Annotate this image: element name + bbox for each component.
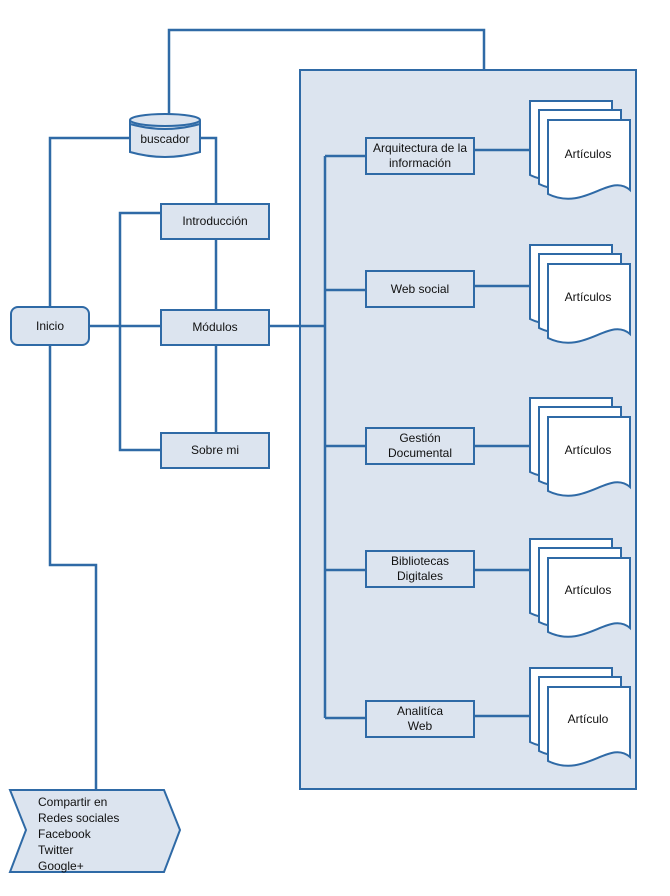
document-page-icon <box>547 416 631 497</box>
document-stack-arquitectura <box>529 100 631 200</box>
buscador-database-icon <box>129 113 201 158</box>
doc-label-bibliotecas[interactable]: Artículos <box>564 583 612 597</box>
share-line: Facebook <box>38 827 91 841</box>
module-gestion-documental[interactable]: Gestión Documental <box>365 427 475 465</box>
document-stack-bibliotecas <box>529 538 631 638</box>
introduccion-node[interactable]: Introducción <box>160 203 270 240</box>
module-title: Analitíca Web <box>396 704 444 733</box>
sobre-mi-label: Sobre mi <box>190 443 240 457</box>
share-text[interactable]: Compartir en Redes sociales Facebook Twi… <box>38 794 119 874</box>
module-arquitectura[interactable]: Arquitectura de la información <box>365 137 475 175</box>
share-line: Redes sociales <box>38 811 120 825</box>
sobre-mi-node[interactable]: Sobre mi <box>160 432 270 469</box>
document-stack-analitica <box>529 667 631 767</box>
share-line: Google+ <box>38 859 84 873</box>
document-stack-web-social <box>529 244 631 344</box>
document-page-icon <box>547 686 631 767</box>
module-title: Gestión Documental <box>387 431 453 460</box>
inicio-node[interactable]: Inicio <box>10 306 90 346</box>
doc-label-arquitectura[interactable]: Artículos <box>564 147 612 161</box>
document-stack-gestion <box>529 397 631 497</box>
buscador-label[interactable]: buscador <box>140 132 190 146</box>
modulos-label: Módulos <box>192 320 238 334</box>
share-line: Compartir en <box>38 795 108 809</box>
introduccion-label: Introducción <box>182 214 248 228</box>
document-page-icon <box>547 119 631 200</box>
module-title: Web social <box>390 281 450 296</box>
module-analitica-web[interactable]: Analitíca Web <box>365 700 475 738</box>
doc-label-web-social[interactable]: Artículos <box>564 290 612 304</box>
inicio-label: Inicio <box>35 318 64 333</box>
module-title: Bibliotecas Digitales <box>390 554 450 583</box>
connectors <box>48 28 530 790</box>
doc-label-gestion[interactable]: Artículos <box>564 443 612 457</box>
module-web-social[interactable]: Web social <box>365 270 475 308</box>
share-shape <box>8 789 182 873</box>
module-bibliotecas-digitales[interactable]: Bibliotecas Digitales <box>365 550 475 588</box>
share-line: Twitter <box>38 843 74 857</box>
doc-label-analitica[interactable]: Artículo <box>567 712 609 726</box>
document-stacks <box>529 100 631 767</box>
document-page-icon <box>547 557 631 638</box>
document-page-icon <box>547 263 631 344</box>
module-title: Arquitectura de la información <box>372 141 468 170</box>
modulos-node[interactable]: Módulos <box>160 309 270 346</box>
